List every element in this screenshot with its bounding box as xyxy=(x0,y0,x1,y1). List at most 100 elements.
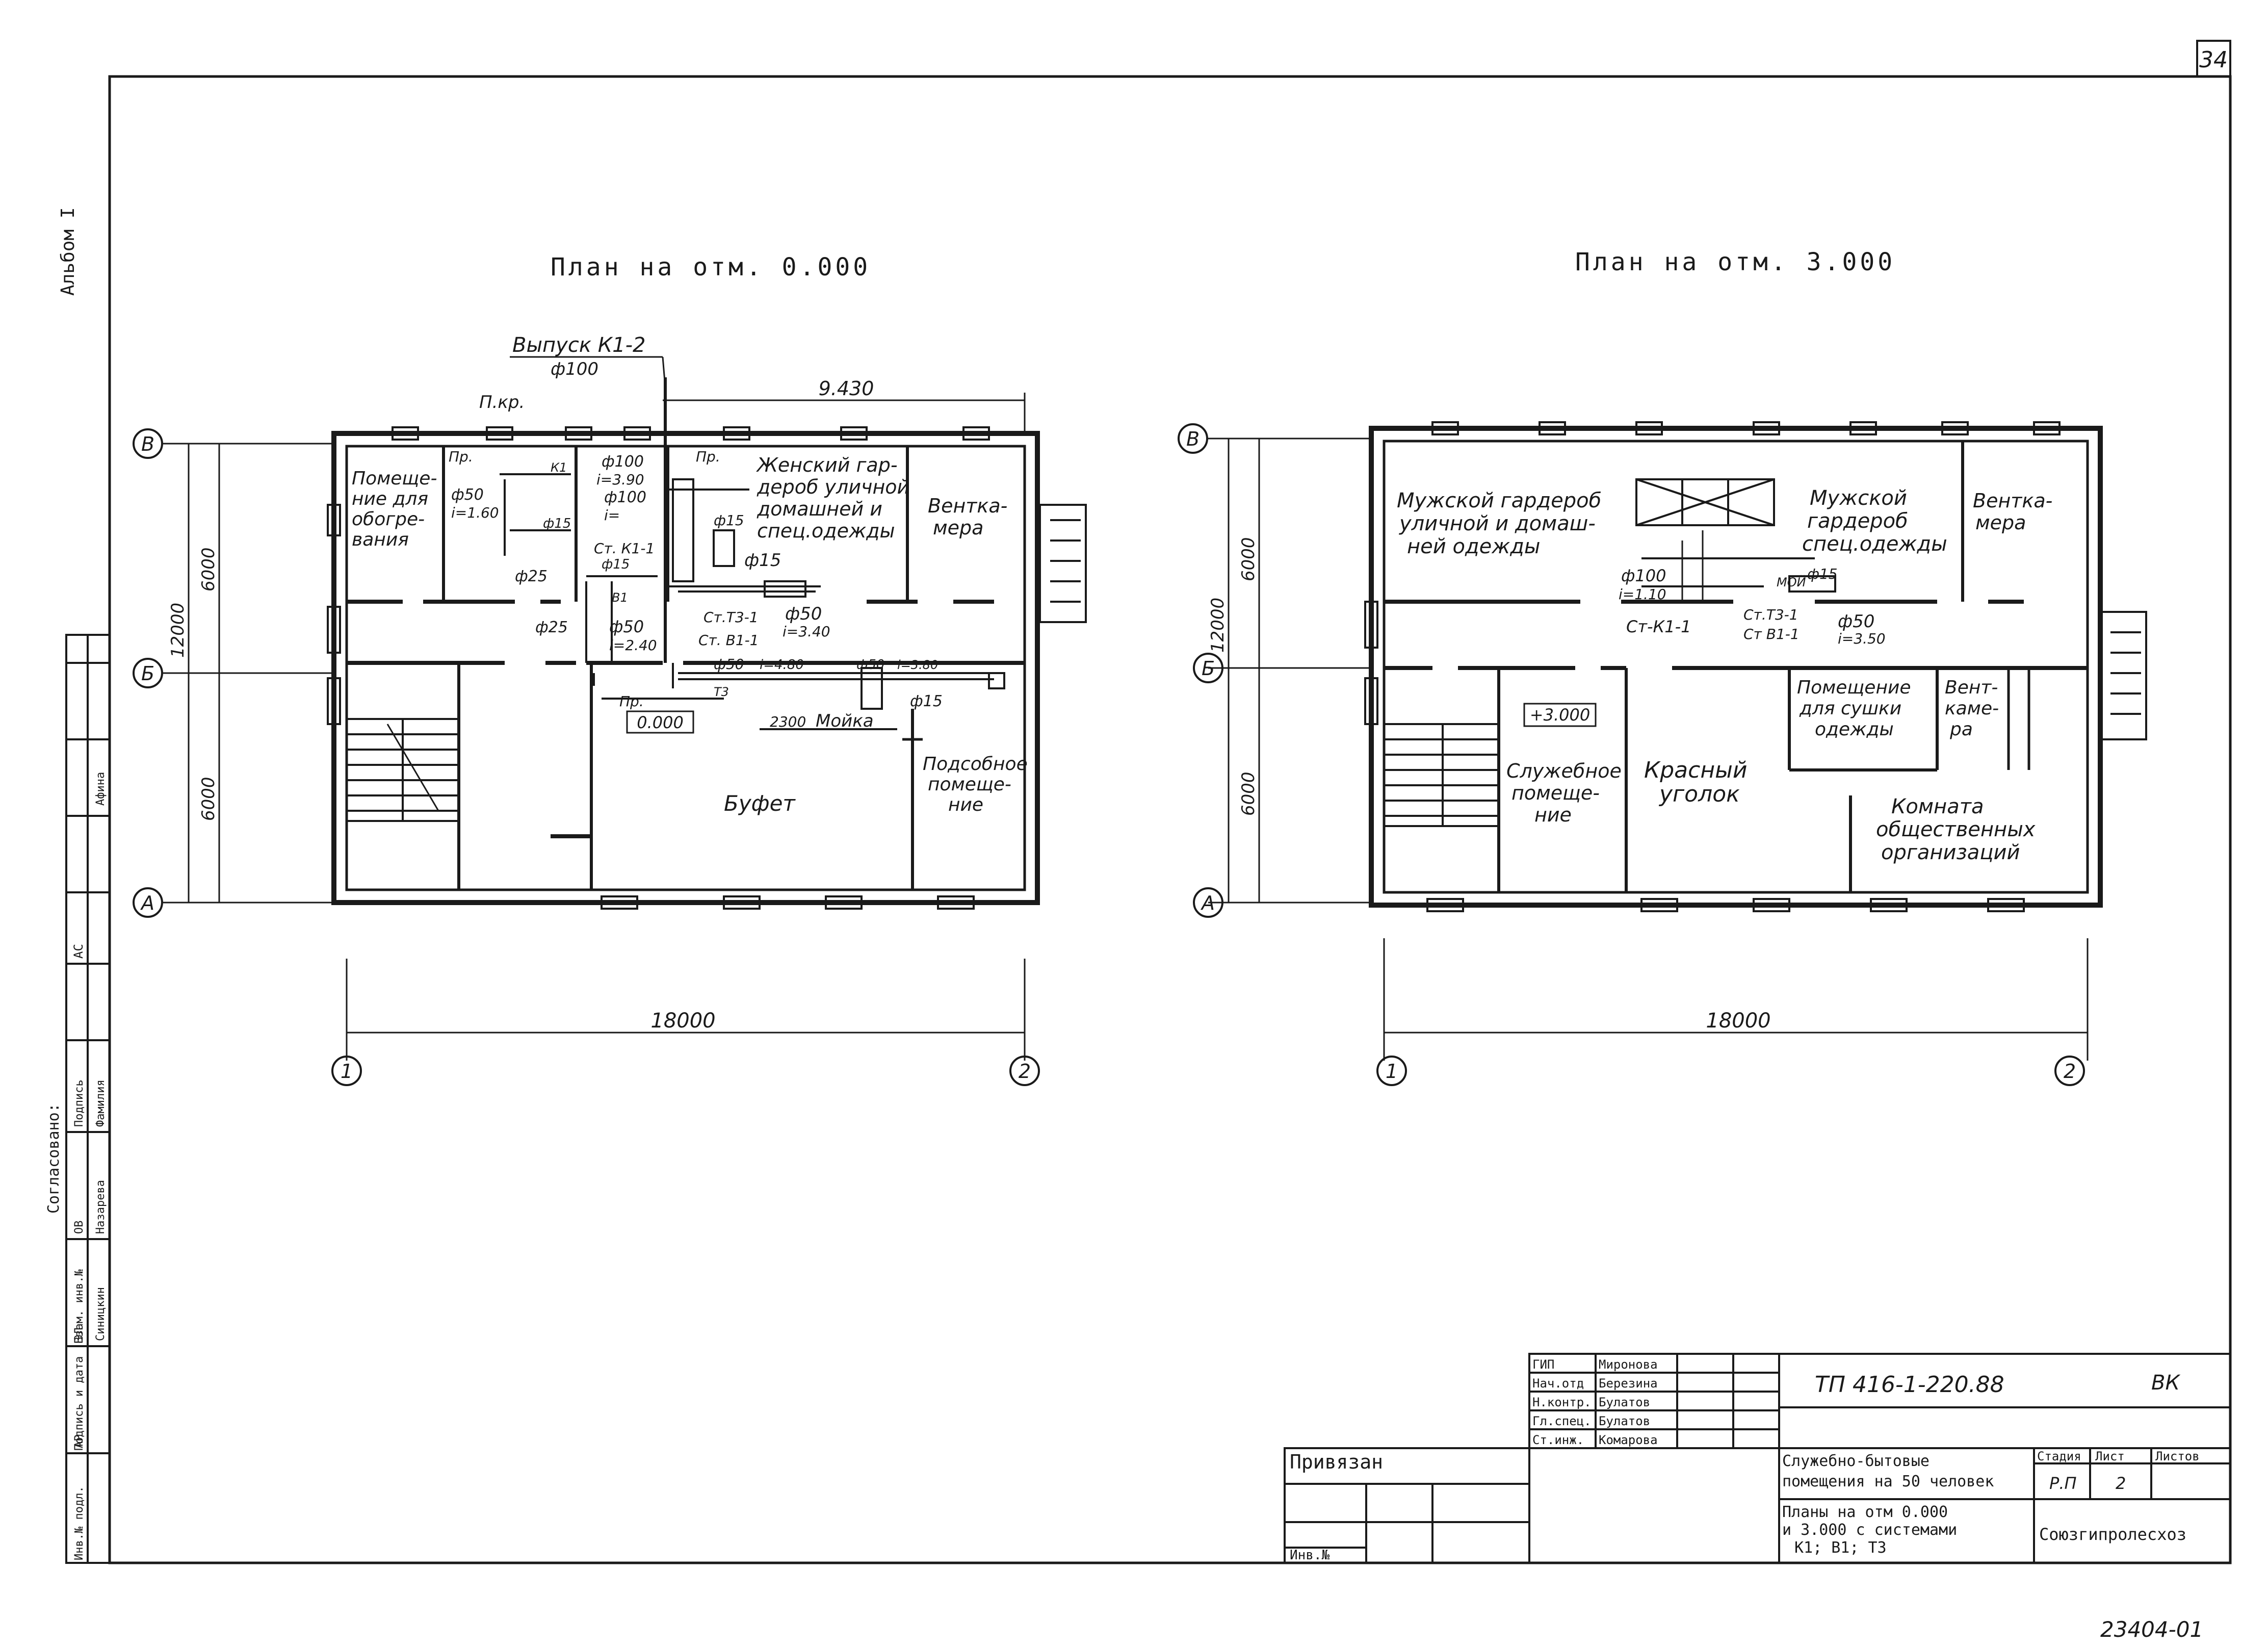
tb-role-4: Гл.спец. xyxy=(1532,1414,1592,1428)
room-women-wardrobe-l2: дероб уличной xyxy=(757,476,909,498)
note-d15-b: ф15 xyxy=(602,557,630,572)
title-block xyxy=(1284,1353,2231,1564)
note-d50-d: ф50 xyxy=(714,656,744,673)
note-r-i-a: i=1.10 xyxy=(1619,586,1666,603)
tb-project-name-l2: помещения на 50 человек xyxy=(1782,1473,1994,1490)
room-men-work-l1: Мужской xyxy=(1810,486,1907,510)
axis-bubble-V-right xyxy=(1178,423,1208,454)
room-heating-l2: ние для xyxy=(352,488,428,509)
note-d25-a: ф25 xyxy=(515,568,548,585)
tb-inv-no: Инв.№ xyxy=(1290,1548,1330,1563)
room-office-l2: помеще- xyxy=(1511,782,1600,804)
note-t3: Т3 xyxy=(714,685,729,699)
room-vent1-right-l1: Вентка- xyxy=(1973,490,2052,512)
note-r-st-b1: Ст В1-1 xyxy=(1743,626,1800,642)
note-k1: К1 xyxy=(551,460,567,475)
stamp-r3a: АР xyxy=(73,1435,86,1449)
plan-right-axes xyxy=(1178,423,2085,1086)
stamp-replace-inv: Взам. инв.№ xyxy=(73,1269,86,1344)
dim-18000-left: 18000 xyxy=(650,1009,715,1033)
room-office-l3: ние xyxy=(1534,804,1572,826)
axis-bubble-B-left xyxy=(133,658,163,688)
tb-role-5: Ст.инж. xyxy=(1532,1433,1584,1447)
room-sink: Мойка xyxy=(816,711,874,731)
plan-left-title: План на отм. 0.000 xyxy=(551,253,871,281)
room-heating-l1: Помеще- xyxy=(352,468,437,489)
plan-left-axes xyxy=(133,428,1040,1086)
note-st-k1: Ст. К1-1 xyxy=(594,540,655,557)
note-i-d: i=2.40 xyxy=(609,637,657,654)
tb-tied: Привязан xyxy=(1290,1451,1383,1473)
note-r-st-t3: Ст.Т3-1 xyxy=(1743,606,1798,623)
note-len-2300: 2300 xyxy=(770,713,806,730)
room-heating: Помеще- ние для обогре- вания xyxy=(352,468,443,550)
axis-A-right: А xyxy=(1200,892,1215,914)
axis-bubble-2-right xyxy=(2054,1056,2085,1086)
axis-2-right: 2 xyxy=(2064,1060,2076,1083)
room-red-corner-l1: Красный xyxy=(1644,757,1747,783)
room-drying: Помещение для сушки одежды xyxy=(1797,677,1917,740)
room-vent-left-l2: мера xyxy=(933,517,983,539)
note-i-c: i=1.60 xyxy=(451,504,499,521)
plan-right-stairs xyxy=(1383,611,2147,827)
stamp-r2a: ЭЛ xyxy=(73,1328,86,1342)
stamp-sign-date: Подпись и дата xyxy=(73,1356,86,1451)
note-i-b: i= xyxy=(604,507,620,524)
note-b1: В1 xyxy=(612,590,628,605)
room-drying-l2: для сушки xyxy=(1799,698,1901,719)
note-i-f: i=4.80 xyxy=(760,657,804,673)
plan-right-dims xyxy=(1208,438,2089,1061)
note-st-b1: Ст. В1-1 xyxy=(698,632,759,649)
room-public: Комната общественных организаций xyxy=(1876,795,2042,864)
room-public-l3: организаций xyxy=(1881,841,2020,864)
room-men-street-l1: Мужской гардероб xyxy=(1397,489,1601,512)
outlet-label: Выпуск К1-2 xyxy=(512,333,645,357)
plan-left-windows xyxy=(327,426,990,910)
room-vent2-right-l2: каме- xyxy=(1945,698,1999,719)
plan-left-pipes xyxy=(500,377,1005,730)
tb-name-3: Булатов xyxy=(1599,1395,1650,1409)
room-red-corner: Красный уголок xyxy=(1644,757,1754,807)
room-utility-l3: ние xyxy=(948,794,983,815)
room-vent-left: Вентка- мера xyxy=(928,495,1013,539)
note-d100-a: ф100 xyxy=(602,453,644,471)
room-men-work: Мужской гардероб спец.одежды xyxy=(1802,486,1947,556)
dim-6000-upper-right: 6000 xyxy=(1238,537,1259,581)
note-i-e: i=3.40 xyxy=(783,623,830,640)
axis-1-right: 1 xyxy=(1386,1060,1398,1083)
note-d50-b: ф50 xyxy=(609,617,644,636)
album-label: Альбом I xyxy=(58,208,79,296)
room-vent2-right: Вент- каме- ра xyxy=(1945,677,2005,740)
stamp-inv: Инв.№ подл. xyxy=(73,1486,86,1560)
dim-12000-right: 12000 xyxy=(1208,598,1228,653)
room-women-wardrobe: Женский гар- дероб уличной домашней и сп… xyxy=(756,454,916,542)
tb-stage-h: Стадия xyxy=(2037,1449,2081,1463)
stamp-agreed: Согласовано: xyxy=(45,1103,63,1214)
room-drying-l3: одежды xyxy=(1815,719,1894,740)
stamp-r2b: Синицкин xyxy=(94,1287,107,1341)
tb-role-2: Нач.отд xyxy=(1532,1376,1584,1391)
tb-sheet-title-l1: Планы на отм 0.000 xyxy=(1782,1503,1948,1521)
plan-right-windows xyxy=(1364,421,2061,912)
stamp-r1a: ОВ xyxy=(73,1221,86,1234)
room-women-wardrobe-l1: Женский гар- xyxy=(756,454,898,476)
tb-sheet-h: Лист xyxy=(2095,1449,2125,1463)
note-d50-c: ф50 xyxy=(785,604,822,624)
stamp-r1b: Назарева xyxy=(94,1180,107,1234)
sheet-number-box: 34 xyxy=(2196,40,2231,78)
note-r-d50: ф50 xyxy=(1838,611,1874,632)
axis-bubble-B-right xyxy=(1193,653,1223,683)
tb-name-2: Березина xyxy=(1599,1376,1658,1391)
tb-code: ТП 416-1-220.88 xyxy=(1815,1372,2004,1398)
plan-left-dims xyxy=(163,356,1026,1061)
axis-bubble-V-left xyxy=(133,428,163,459)
room-utility: Подсобное помеще- ние xyxy=(923,754,1033,815)
room-vent-left-l1: Вентка- xyxy=(928,495,1007,517)
room-vent2-right-l3: ра xyxy=(1949,719,1973,740)
room-men-street: Мужской гардероб уличной и домаш- ней од… xyxy=(1397,489,1608,558)
dim-9430: 9.430 xyxy=(819,377,874,400)
room-vent1-right-l2: мера xyxy=(1975,511,2026,534)
tap-label: П.кр. xyxy=(479,392,525,413)
room-utility-l1: Подсобное xyxy=(923,754,1028,775)
axis-bubble-1-left xyxy=(331,1056,362,1086)
